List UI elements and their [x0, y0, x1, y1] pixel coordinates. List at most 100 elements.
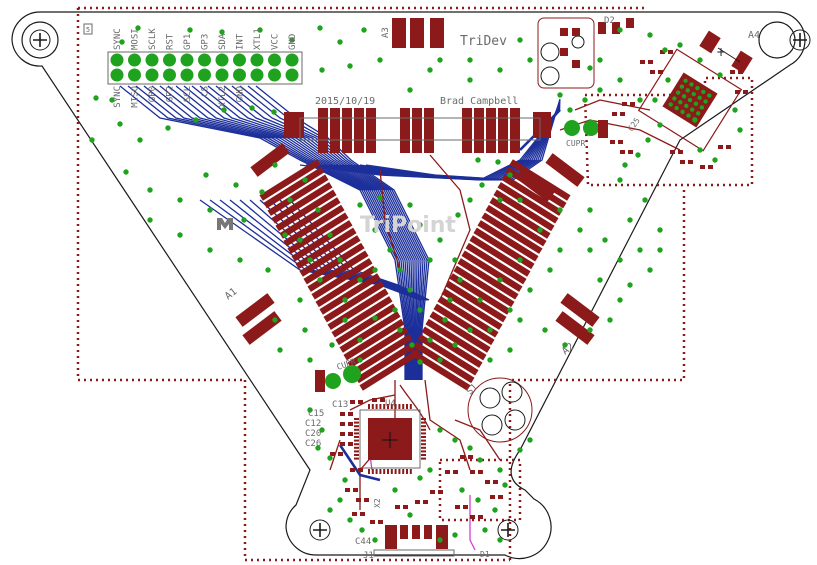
a2-pad — [433, 303, 495, 346]
header-pad-bottom — [233, 68, 246, 82]
a4-thermal-via — [701, 89, 706, 95]
via — [452, 437, 458, 443]
passive-pad — [726, 145, 731, 149]
via — [627, 282, 633, 288]
u4-pin — [375, 469, 378, 474]
header-pad-top — [285, 53, 299, 67]
header-pin-label: MOSI — [131, 28, 141, 50]
header-pad-bottom — [145, 68, 159, 82]
passive-pad — [620, 150, 625, 154]
u4-pin — [421, 421, 426, 424]
via — [361, 27, 367, 33]
passive-pad — [348, 432, 353, 436]
project-label: TriDev — [460, 34, 507, 49]
via — [315, 207, 321, 213]
via — [337, 257, 343, 263]
u4-pin — [421, 443, 426, 446]
passive-pad — [340, 432, 345, 436]
bottom-trace — [143, 85, 409, 380]
a4-label: A4 — [748, 30, 760, 41]
via — [392, 487, 398, 493]
passive-pad — [680, 160, 685, 164]
a2-pad — [461, 250, 523, 292]
header-pad-top — [233, 53, 246, 67]
marker-box — [83, 23, 93, 35]
u4-pin — [398, 404, 401, 409]
passive-pad — [348, 422, 353, 426]
via — [137, 137, 143, 143]
passive-pad — [630, 102, 635, 106]
via — [417, 222, 423, 228]
via — [177, 232, 183, 238]
via — [459, 487, 465, 493]
u4-pin — [421, 425, 426, 428]
a4-thermal-via — [684, 103, 689, 109]
passive-components — [330, 50, 748, 524]
via — [417, 359, 423, 365]
via — [392, 307, 398, 313]
via — [377, 57, 383, 63]
a2-pad — [457, 258, 519, 300]
via — [502, 482, 508, 488]
via — [407, 87, 413, 93]
a1-pad — [307, 250, 369, 292]
via — [327, 455, 333, 461]
passive-pad — [345, 488, 350, 492]
keepout-switch-frame — [438, 458, 522, 522]
via — [347, 63, 353, 69]
via — [547, 267, 553, 273]
via — [372, 267, 378, 273]
header-pad-top — [163, 53, 176, 67]
u4-microcontroller — [354, 404, 426, 474]
via — [657, 122, 663, 128]
via — [497, 67, 503, 73]
via — [452, 342, 458, 348]
a1-pad — [323, 280, 385, 323]
bottom-trace — [191, 85, 415, 380]
via — [557, 207, 563, 213]
bottom-trace — [231, 85, 424, 380]
via — [372, 315, 378, 321]
via — [271, 109, 277, 115]
passive-pad — [360, 512, 365, 516]
via — [302, 327, 308, 333]
u4-pin — [354, 436, 359, 438]
via — [482, 527, 488, 533]
via — [193, 117, 199, 123]
header-pin-label-bottom: GP2 — [166, 86, 176, 102]
a4-thermal-via — [695, 111, 701, 116]
u4-pin — [421, 439, 426, 442]
passive-pad — [493, 480, 498, 484]
a2-pad — [489, 197, 551, 239]
header-pad-bottom — [110, 68, 124, 82]
via — [257, 27, 263, 33]
via — [265, 267, 271, 273]
via — [109, 97, 115, 103]
passive-pad — [622, 102, 627, 106]
c20-label: C20 — [305, 429, 321, 439]
u4-pin — [375, 404, 378, 409]
via — [467, 327, 473, 333]
via — [477, 297, 483, 303]
a2-pad — [477, 220, 539, 262]
a2-label: A2 — [560, 341, 576, 357]
via — [437, 357, 443, 363]
via — [457, 277, 463, 283]
c12-label: C12 — [305, 419, 321, 429]
u4-pin — [354, 421, 359, 424]
a1-side-pads — [235, 143, 290, 345]
a4-thermal-via — [691, 91, 696, 97]
u4-pin — [402, 404, 405, 409]
u4-pin — [398, 469, 401, 474]
a2-pad — [421, 326, 483, 368]
via — [517, 447, 523, 453]
a2-pad — [453, 265, 515, 308]
via — [347, 517, 353, 523]
header-pad-top — [180, 53, 194, 67]
c15-label: C15 — [308, 409, 324, 419]
u4-pin — [387, 404, 389, 409]
u4-pin — [390, 404, 393, 409]
via — [241, 217, 247, 223]
via — [187, 27, 193, 33]
header-pin-label: GP1 — [183, 34, 193, 50]
